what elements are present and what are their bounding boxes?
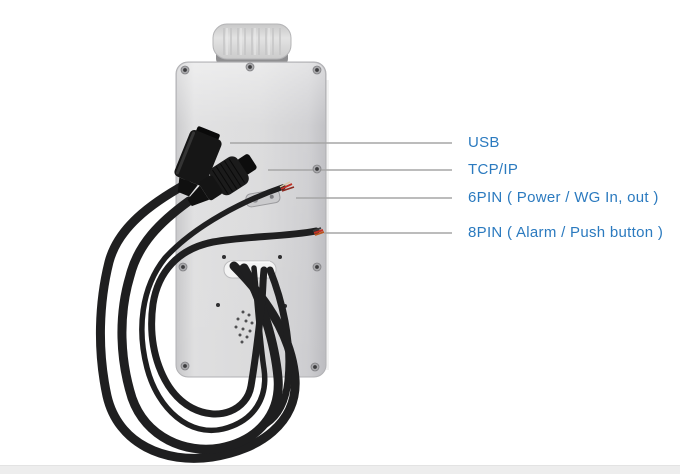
label-8pin: 8PIN ( Alarm / Push button ) [468,224,664,241]
label-tcpip: TCP/IP [468,161,519,178]
speaker-holes [234,310,254,344]
6pin-pigtail [139,181,295,434]
leader-lines [230,142,452,234]
cutout-strand [262,266,293,428]
usb-connector [174,126,222,197]
tcpip-connector [187,154,257,207]
page-bottom-divider [0,465,680,474]
device-rear-panel [175,61,329,378]
tcpip-cable [117,196,283,454]
usb-cable [95,179,300,463]
cable-bundle [95,179,300,463]
8pin-pigtail [148,227,325,418]
panel-screw-over-line [312,164,322,174]
mounting-bracket [212,23,292,64]
label-usb: USB [468,134,500,151]
label-6pin: 6PIN ( Power / WG In, out ) [468,189,659,206]
